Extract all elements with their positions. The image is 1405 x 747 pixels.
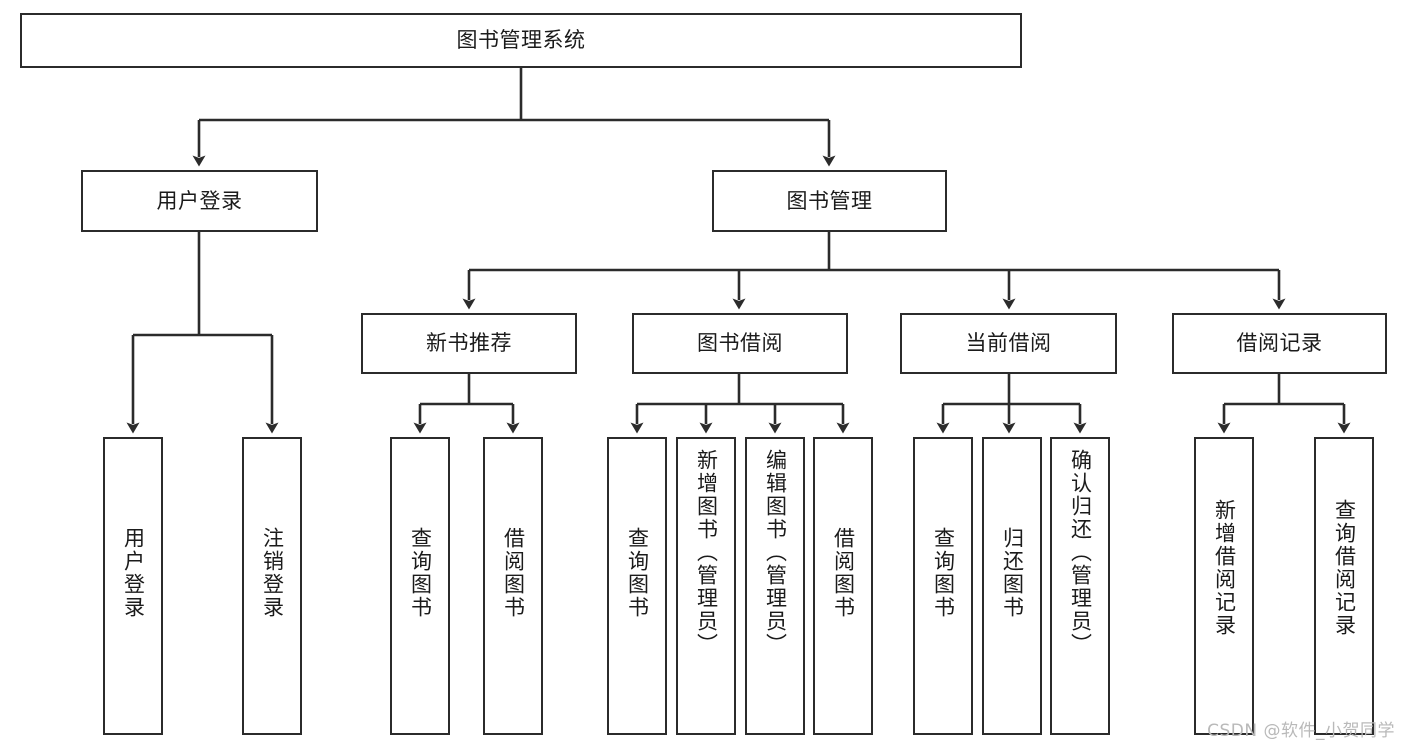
leaf-book-borrow-1-label: 查询图书 [625, 527, 650, 619]
leaf-current-borrow-2[interactable]: 归还图书 [982, 437, 1042, 735]
leaf-book-borrow-2-label: 新增图书（管理员） [694, 449, 719, 656]
node-book-borrow-label: 图书借阅 [697, 331, 783, 356]
leaf-borrow-record-2-label: 查询借阅记录 [1332, 499, 1357, 637]
node-borrow-record[interactable]: 借阅记录 [1172, 313, 1387, 374]
leaf-book-borrow-4[interactable]: 借阅图书 [813, 437, 873, 735]
node-book-management[interactable]: 图书管理 [712, 170, 947, 232]
node-root-label: 图书管理系统 [456, 28, 586, 53]
node-user-login[interactable]: 用户登录 [81, 170, 318, 232]
leaf-borrow-record-1-label: 新增借阅记录 [1212, 499, 1237, 637]
leaf-new-book-2-label: 借阅图书 [501, 527, 526, 619]
leaf-user-login-2-label: 注销登录 [260, 527, 285, 619]
leaf-book-borrow-3[interactable]: 编辑图书（管理员） [745, 437, 805, 735]
leaf-book-borrow-4-label: 借阅图书 [831, 527, 856, 619]
leaf-current-borrow-1-label: 查询图书 [931, 527, 956, 619]
leaf-user-login-1[interactable]: 用户登录 [103, 437, 163, 735]
leaf-current-borrow-3-label: 确认归还（管理员） [1068, 449, 1093, 656]
node-new-book-recommend[interactable]: 新书推荐 [361, 313, 577, 374]
leaf-current-borrow-3[interactable]: 确认归还（管理员） [1050, 437, 1110, 735]
leaf-borrow-record-2[interactable]: 查询借阅记录 [1314, 437, 1374, 735]
node-current-borrow[interactable]: 当前借阅 [900, 313, 1117, 374]
node-user-login-label: 用户登录 [156, 188, 243, 213]
node-current-borrow-label: 当前借阅 [965, 331, 1052, 356]
leaf-book-borrow-1[interactable]: 查询图书 [607, 437, 667, 735]
leaf-current-borrow-1[interactable]: 查询图书 [913, 437, 973, 735]
leaf-new-book-1-label: 查询图书 [408, 527, 433, 619]
watermark: CSDN @软件_小贺同学 [1207, 721, 1395, 741]
leaf-book-borrow-2[interactable]: 新增图书（管理员） [676, 437, 736, 735]
node-root[interactable]: 图书管理系统 [20, 13, 1022, 68]
node-book-management-label: 图书管理 [786, 188, 873, 213]
leaf-new-book-2[interactable]: 借阅图书 [483, 437, 543, 735]
leaf-borrow-record-1[interactable]: 新增借阅记录 [1194, 437, 1254, 735]
node-borrow-record-label: 借阅记录 [1236, 331, 1323, 356]
leaf-book-borrow-3-label: 编辑图书（管理员） [763, 449, 788, 656]
leaf-new-book-1[interactable]: 查询图书 [390, 437, 450, 735]
leaf-current-borrow-2-label: 归还图书 [1000, 527, 1025, 619]
node-book-borrow[interactable]: 图书借阅 [632, 313, 848, 374]
node-new-book-recommend-label: 新书推荐 [426, 331, 512, 356]
leaf-user-login-1-label: 用户登录 [121, 527, 146, 619]
leaf-user-login-2[interactable]: 注销登录 [242, 437, 302, 735]
